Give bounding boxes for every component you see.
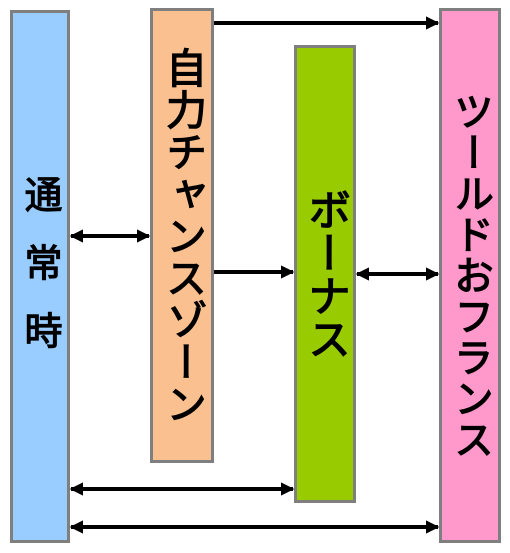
state-label-world: ツールドおフランス <box>447 91 493 460</box>
state-label-bonus: ボーナス <box>300 188 351 360</box>
state-box-bonus: ボーナス <box>294 45 356 503</box>
state-box-world: ツールドおフランス <box>439 8 501 543</box>
state-box-normal: 通常時 <box>10 10 70 543</box>
state-label-normal: 通常時 <box>18 174 62 379</box>
state-label-self-chance-zone: 自力チャンスゾーン <box>158 46 207 425</box>
state-box-self-chance-zone: 自力チャンスゾーン <box>150 8 214 463</box>
